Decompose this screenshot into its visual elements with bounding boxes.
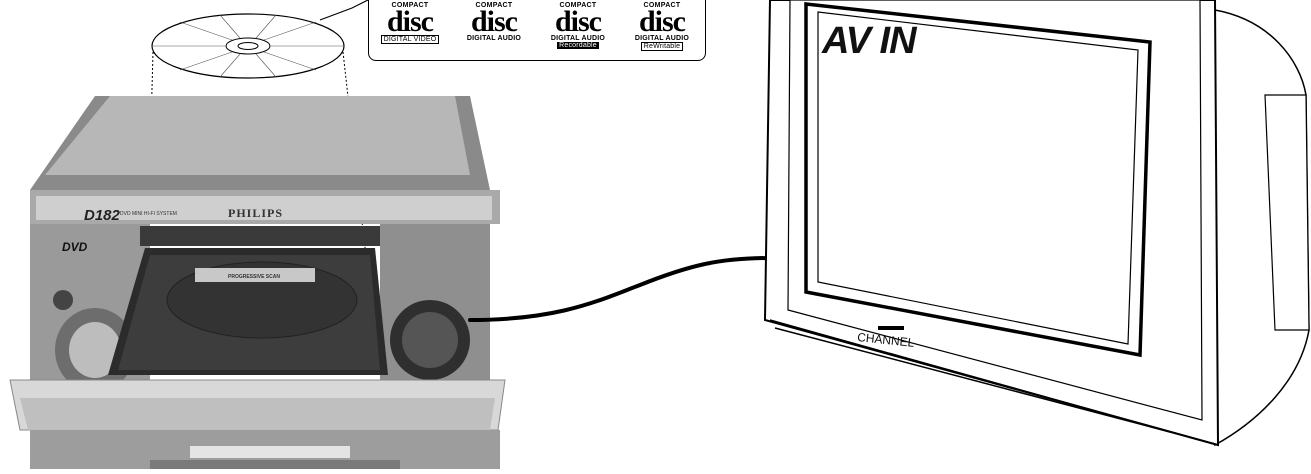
model-subtitle: DVD MINI HI-FI SYSTEM xyxy=(120,211,177,217)
model-name: D182 xyxy=(84,207,120,224)
compact-disc-recordable-logo: COMPACT disc DIGITAL AUDIO Recordable xyxy=(543,0,613,58)
dvd-logo: DVD xyxy=(62,240,87,254)
dvd-mini-system xyxy=(10,96,505,469)
compact-disc-rewritable-logo: COMPACT disc DIGITAL AUDIO ReWritable xyxy=(627,0,697,58)
brand-logo: PHILIPS xyxy=(228,206,283,221)
av-cable xyxy=(470,258,770,320)
av-in-label: AV IN xyxy=(822,20,916,63)
compact-disc-digital-audio-logo: COMPACT disc DIGITAL AUDIO xyxy=(459,0,529,58)
television xyxy=(765,0,1309,445)
compact-disc-digital-video-logo: COMPACT disc DIGITAL VIDEO xyxy=(375,0,445,58)
disc-logos-panel: COMPACT disc DIGITAL VIDEO COMPACT disc … xyxy=(368,0,706,61)
tray-label: PROGRESSIVE SCAN xyxy=(228,274,280,280)
